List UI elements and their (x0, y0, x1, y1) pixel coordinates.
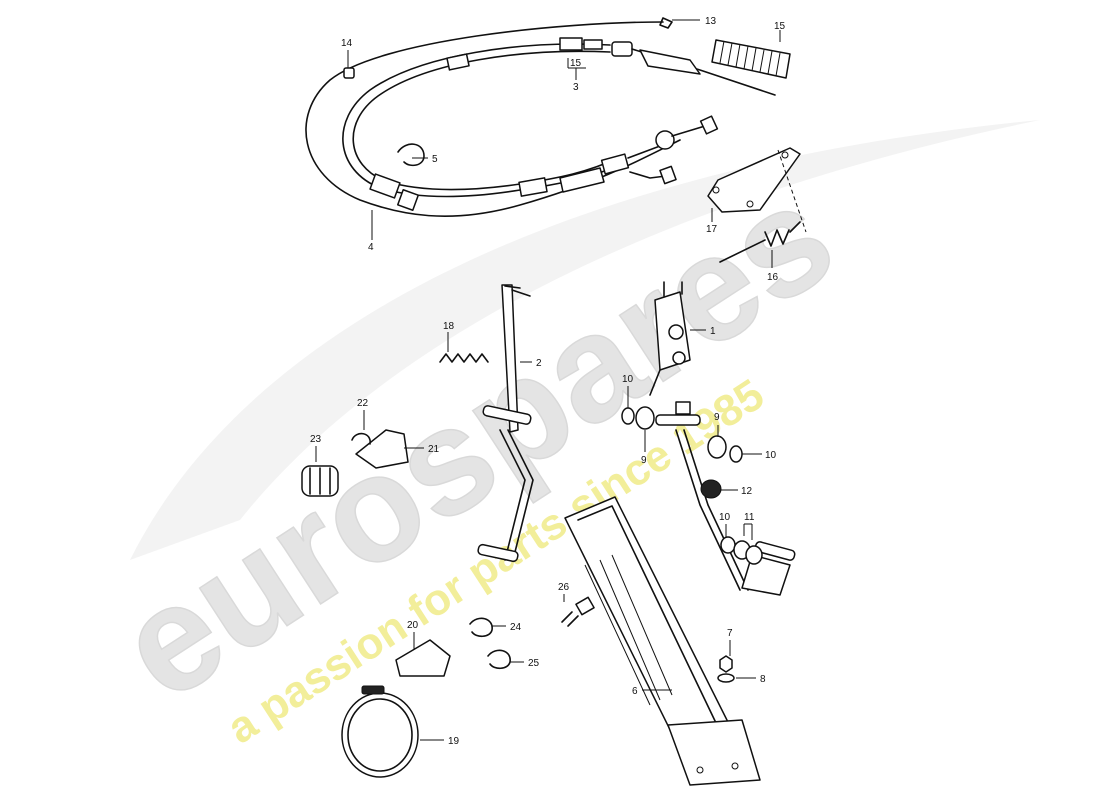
circlip-10-right (729, 445, 743, 463)
spring-18 (439, 353, 489, 363)
watermark-brand: eurospares (91, 150, 861, 731)
pedal-lever-2 (477, 284, 534, 563)
cable-nipple-13 (659, 17, 673, 29)
bolt-26 (561, 596, 595, 627)
cable-eye-end (699, 115, 719, 135)
callout-labels: 13 15 14 15 3 5 4 17 16 18 2 1 10 9 10 9… (310, 16, 786, 747)
callout-5: 5 (432, 154, 438, 165)
cable-end-fitting (559, 37, 583, 51)
callout-21: 21 (428, 444, 440, 455)
callout-11: 11 (744, 512, 755, 523)
clip-5 (397, 143, 425, 167)
cable-rubber-boot (559, 167, 605, 193)
accelerator-pedal-6 (564, 496, 761, 786)
washers-and-bushings (621, 401, 763, 565)
washer-8 (717, 673, 735, 683)
pedal-stop-12 (700, 479, 722, 499)
callout-22: 22 (357, 398, 369, 409)
cable-eye-rod (671, 125, 706, 137)
cable-bushing (611, 41, 633, 57)
watermark: eurospares a passion for parts since 198… (90, 120, 1040, 753)
callout-10-low: 10 (719, 512, 731, 523)
callout-4: 4 (368, 242, 374, 253)
callout-24: 24 (510, 622, 522, 633)
cable-sleeve (446, 53, 470, 71)
clip-22 (351, 432, 371, 445)
band-clamp-19 (341, 685, 419, 778)
bushing-9-right (707, 435, 727, 459)
cover-20 (395, 639, 451, 677)
callout-13: 13 (705, 16, 717, 27)
callout-26: 26 (558, 582, 570, 593)
callout-16: 16 (767, 272, 779, 283)
callout-20: 20 (407, 620, 419, 631)
bolt-head (675, 401, 691, 415)
cable-fork-end (659, 165, 677, 185)
callout-8: 8 (760, 674, 766, 685)
callout-19: 19 (448, 736, 460, 747)
cable-adjuster (600, 153, 630, 175)
bracket-17 (707, 147, 801, 213)
callout-18: 18 (443, 321, 455, 332)
circlip-10-left (621, 407, 635, 425)
cable-clamp-lower (369, 173, 401, 199)
callout-9-right: 9 (714, 412, 720, 423)
callout-23: 23 (310, 434, 322, 445)
cable-fitting-mid (518, 177, 548, 197)
callout-1: 1 (710, 326, 716, 337)
return-spring-16 (719, 221, 801, 263)
callout-25: 25 (528, 658, 540, 669)
callout-12: 12 (741, 486, 753, 497)
lever-assembly-1 (649, 281, 796, 596)
callout-14: 14 (341, 38, 353, 49)
callout-3: 3 (573, 82, 579, 93)
grommet-15 (711, 39, 791, 79)
callout-7: 7 (727, 628, 733, 639)
callout-15-top: 15 (774, 21, 786, 32)
spring-guide-dash (777, 149, 807, 233)
nut-7 (719, 655, 733, 673)
callout-2: 2 (536, 358, 542, 369)
watermark-swoosh (130, 120, 1040, 560)
callout-15-mid: 15 (570, 58, 582, 69)
cable-disc (655, 130, 675, 150)
callout-9-left: 9 (641, 455, 647, 466)
bushing-11-b (745, 545, 763, 565)
circlip-10-low (720, 536, 736, 554)
clip-24 (469, 617, 493, 638)
cable-fork (629, 171, 667, 179)
cable-end-nut (583, 39, 603, 50)
cable-nut-lower (396, 188, 420, 212)
cable-rod (627, 145, 661, 159)
cable-clip-14 (343, 67, 355, 79)
accelerator-cable-3-inner (352, 50, 619, 191)
cable-assembly (305, 17, 791, 217)
leader-lines (315, 19, 781, 741)
bushing-9-left (635, 406, 655, 430)
callout-10-left: 10 (622, 374, 634, 385)
cable-threaded-end (639, 49, 701, 75)
callout-10-right: 10 (765, 450, 777, 461)
clip-25 (487, 649, 511, 670)
callout-17: 17 (706, 224, 718, 235)
grommet-23 (301, 465, 339, 497)
callout-6: 6 (632, 686, 638, 697)
